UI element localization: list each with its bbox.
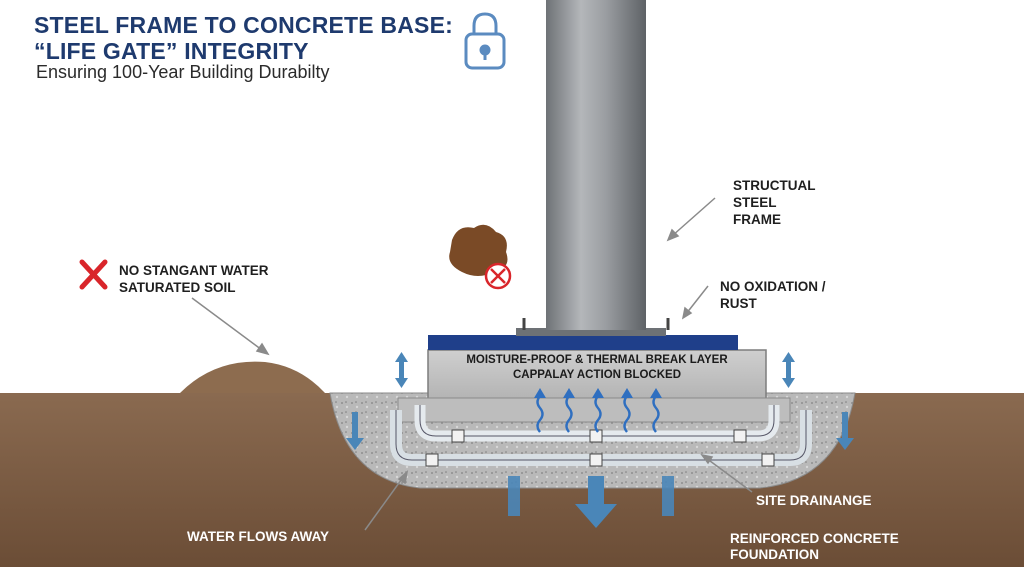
page-title-line-1: STEEL FRAME TO CONCRETE BASE: (34, 12, 453, 38)
drainage-down-arrows (346, 412, 854, 528)
leader-lines (191, 197, 753, 531)
label-foundation: REINFORCED CONCRETE FOUNDATION (730, 531, 899, 562)
page-title-line-2: “LIFE GATE” INTEGRITY (34, 38, 309, 64)
label-steel-frame: STRUCTUAL STEEL FRAME (733, 178, 816, 227)
label-no-water: NO STANGANT WATER SATURATED SOIL (119, 263, 269, 295)
capillary-wave-arrows (536, 395, 660, 433)
soil-ground (0, 393, 1024, 567)
no-symbol-icon (484, 262, 512, 290)
label-water-flows: WATER FLOWS AWAY (187, 529, 330, 544)
red-cross-icon (79, 259, 108, 290)
padlock-icon (464, 12, 506, 70)
label-site-drainage: SITE DRAINANGE (756, 493, 872, 508)
double-arrow-icon (395, 352, 795, 388)
base-plate (428, 335, 738, 350)
rust-blob (449, 224, 508, 276)
page-subtitle: Ensuring 100-Year Building Durabilty (36, 62, 330, 82)
label-no-rust: NO OXIDATION / RUST (720, 279, 826, 311)
soil-mound (180, 361, 325, 393)
steel-column (546, 0, 646, 330)
label-break-layer: MOISTURE-PROOF & THERMAL BREAK LAYER (466, 354, 728, 366)
concrete-footing (397, 397, 791, 423)
label-capillary: CAPPALAY ACTION BLOCKED (512, 369, 682, 381)
